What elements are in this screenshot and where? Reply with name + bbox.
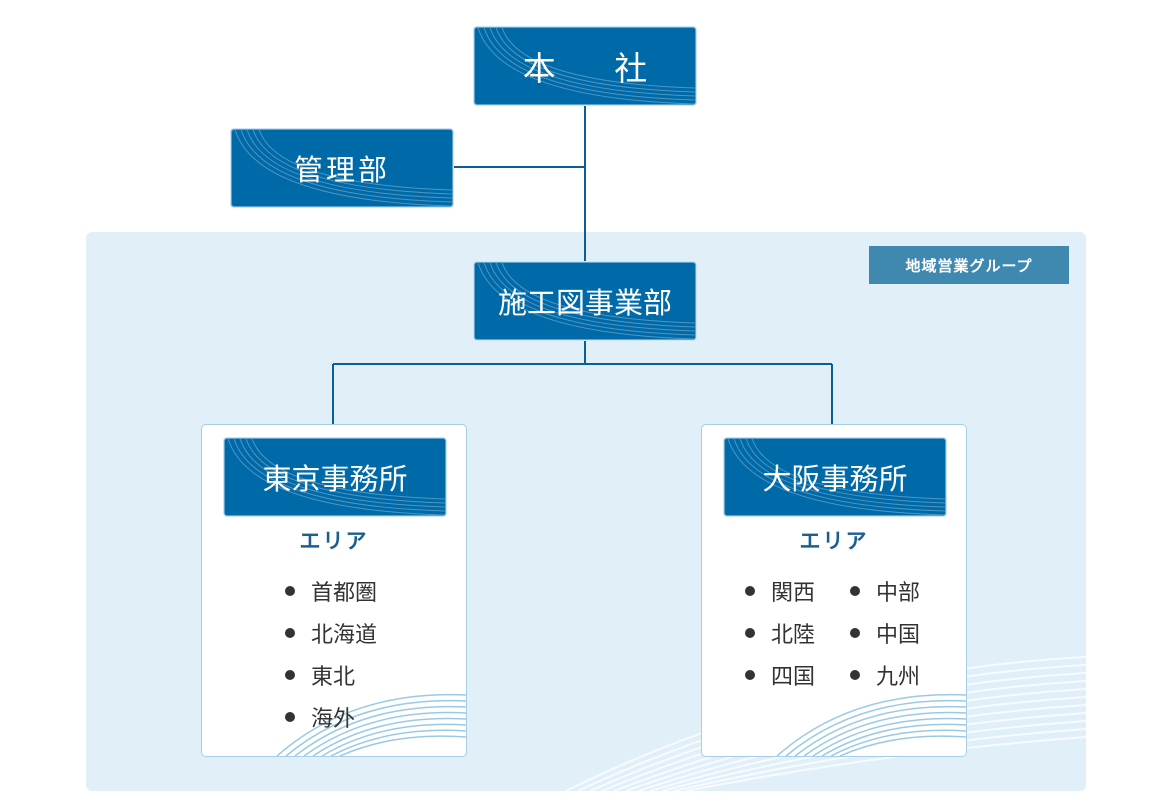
- osaka-area-label: エリア: [799, 529, 869, 553]
- tokyo-office-node[interactable]: 東京事務所: [224, 438, 446, 516]
- region-item: 北海道: [285, 617, 377, 649]
- swirl-decoration: [477, 263, 695, 339]
- region-item: 東北: [285, 659, 355, 691]
- swirl-decoration: [234, 130, 452, 206]
- region-item: 関西: [745, 575, 815, 607]
- region-item: 北陸: [745, 617, 815, 649]
- swirl-decoration: [727, 439, 945, 515]
- swirl-decoration: [477, 28, 695, 104]
- osaka-office-node[interactable]: 大阪事務所: [724, 438, 946, 516]
- headquarters-node[interactable]: 本 社: [474, 27, 696, 105]
- swirl-decoration: [227, 439, 445, 515]
- drawing-division-label: 施工図事業部: [497, 286, 672, 320]
- admin-department-node[interactable]: 管理部: [231, 129, 453, 207]
- drawing-division-node[interactable]: 施工図事業部: [474, 262, 696, 340]
- region-item: 中部: [850, 575, 920, 607]
- region-item: 首都圏: [285, 575, 377, 607]
- region-item: 海外: [285, 701, 355, 733]
- region-item: 四国: [745, 659, 815, 691]
- osaka-office-card[interactable]: 大阪事務所 エリア 関西 北陸 四国 中部 中国 九州: [701, 424, 967, 757]
- group-label: 地域営業グループ: [869, 246, 1069, 284]
- headquarters-label: 本 社: [522, 49, 672, 88]
- tokyo-office-card[interactable]: 東京事務所 エリア 首都圏 北海道 東北 海外: [201, 424, 467, 757]
- tokyo-area-label: エリア: [299, 529, 369, 553]
- region-item: 九州: [850, 659, 920, 691]
- admin-department-label: 管理部: [293, 153, 390, 187]
- card-wave-decoration: [276, 693, 466, 756]
- card-wave-decoration: [776, 693, 966, 756]
- tokyo-office-label: 東京事務所: [262, 462, 408, 496]
- osaka-office-label: 大阪事務所: [762, 462, 908, 496]
- region-item: 中国: [850, 617, 920, 649]
